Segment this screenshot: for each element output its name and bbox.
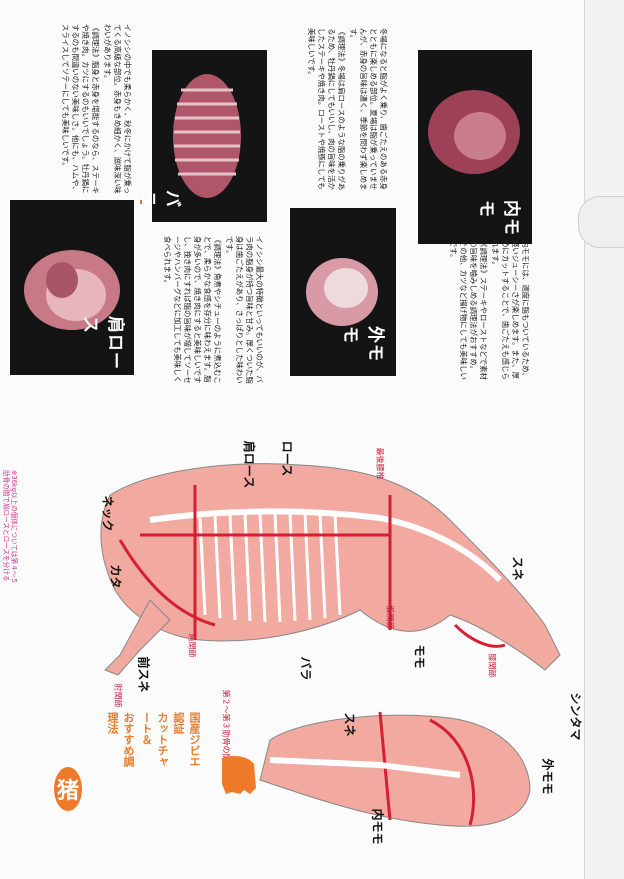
leg-bone — [269, 757, 461, 778]
leg-diagram — [259, 714, 531, 827]
photo-uchimomo: 内モモ — [418, 50, 532, 244]
recipe-kataroosu: 《調理法》脂身と赤身を堪能するのなら、ステーキや焼き肉。カツにするのもいいでしょ… — [61, 24, 100, 194]
desc-kataroosu: イノシシの中でも柔らかく、秋冬にかけて脂が乗ってくる高級な部位。赤身もきめ細かく… — [103, 24, 132, 194]
desc-uchimomo: 内モモには、適度に脂もついているため、軽いジューシーさが楽しめます。また、厚めに… — [491, 240, 530, 380]
boar-badge-text: 猪 — [56, 779, 79, 804]
label-sotomomo: 外モモ — [540, 758, 555, 795]
desc-sotomomo: 冬場になると脂がよく乗り、歯ごたえのある赤身とともに楽しめる部位。夏場は脂が乗っ… — [349, 28, 388, 191]
label-shintama: シンタマ — [568, 692, 583, 741]
folder-tab — [578, 196, 624, 248]
boar-badge: 猪 — [54, 767, 82, 811]
label-kokansetsu: 股関節 — [385, 605, 395, 630]
cut-lines — [118, 485, 506, 648]
boar-silhouette-icon — [222, 756, 256, 794]
title-line2: カットチャート＆ — [140, 712, 169, 767]
photo-label-uchimomo: 内モモ — [476, 200, 521, 236]
text-uchimomo: 内モモには、適度に脂もついているため、軽いジューシーさが楽しめます。また、厚めに… — [446, 240, 530, 380]
recipe-sotomomo: 《調理法》冬場は肩ロースのような脂の乗りがあるため、牡丹鍋にしてもいいし、肉の旨… — [307, 28, 346, 191]
recipe-bara: 《調理法》角煮やシチューのように煮込むことで、柔らかな食感を存分に味わえます。脂… — [163, 236, 222, 384]
text-bara: イノシシ最大の特徴といってもいいのが、バラ肉の脂身が持つ旨味と甘み。厚くついた脂… — [160, 236, 264, 386]
photo-kataroosu: 肩ロース — [10, 200, 134, 375]
text-sotomomo: 冬場になると脂がよく乗り、歯ごたえのある赤身とともに楽しめる部位。夏場は脂が乗っ… — [304, 28, 388, 196]
folder-edge — [584, 0, 624, 879]
label-leg-sune: スネ — [342, 712, 357, 737]
ribs — [198, 512, 342, 623]
title-line3: おすすめ調理法 — [106, 712, 135, 767]
photo-sotomomo: 外モモ — [290, 208, 396, 376]
meat-image-kataroosu — [24, 250, 120, 330]
label-roosu: ロース — [280, 440, 295, 477]
boar-cut-diagram — [100, 463, 561, 827]
meat-image-sotomomo — [306, 258, 378, 326]
label-shitsukansetsu: 膝関節 — [487, 653, 497, 678]
title-block: 国産ジビエ認証 カットチャート＆ おすすめ調理法 — [94, 712, 212, 768]
meat-image-uchimomo — [428, 90, 520, 174]
photo-label-sotomomo: 外モモ — [340, 326, 385, 362]
desc-bara: イノシシ最大の特徴といってもいいのが、バラ肉の脂身が持つ旨味と甘み。厚くついた脂… — [225, 236, 264, 384]
recipe-uchimomo: 《調理法》ステーキやローストなどで素材の旨味を噛みしめる調理法がおすすめ。その他… — [449, 240, 488, 380]
label-sune-rear: スネ — [510, 556, 525, 581]
spine — [149, 508, 503, 583]
label-saigoyotsui: 最後腰椎 — [375, 447, 385, 480]
label-kenkansetsu: 肩関節 — [187, 633, 197, 658]
photo-label-bara: バラ — [137, 190, 182, 208]
label-kataroosu: 肩ロース — [242, 440, 257, 489]
label-maesune: 前スネ — [136, 656, 151, 693]
label-bara: バラ — [298, 656, 313, 681]
label-momo: モモ — [412, 644, 427, 669]
title-line1: 国産ジビエ認証 — [172, 712, 201, 767]
photo-bara: バラ — [137, 50, 267, 222]
label-hijikansetsu: 肘関節 — [113, 683, 123, 708]
meat-image-bara — [173, 74, 241, 198]
photo-label-kataroosu: 肩ロース — [80, 316, 125, 370]
text-kataroosu: イノシシの中でも柔らかく、秋冬にかけて脂が乗ってくる高級な部位。赤身もきめ細かく… — [58, 24, 132, 194]
label-uchimomo: 内モモ — [370, 808, 385, 845]
boar-body — [100, 463, 561, 671]
label-kata: カタ — [108, 564, 123, 589]
label-neck: ネック — [100, 495, 115, 532]
weight-note: ※36kg以上の個体については第４～５肋骨の間で肩ロースとロースを分ける — [2, 470, 18, 584]
front-leg — [104, 599, 171, 676]
